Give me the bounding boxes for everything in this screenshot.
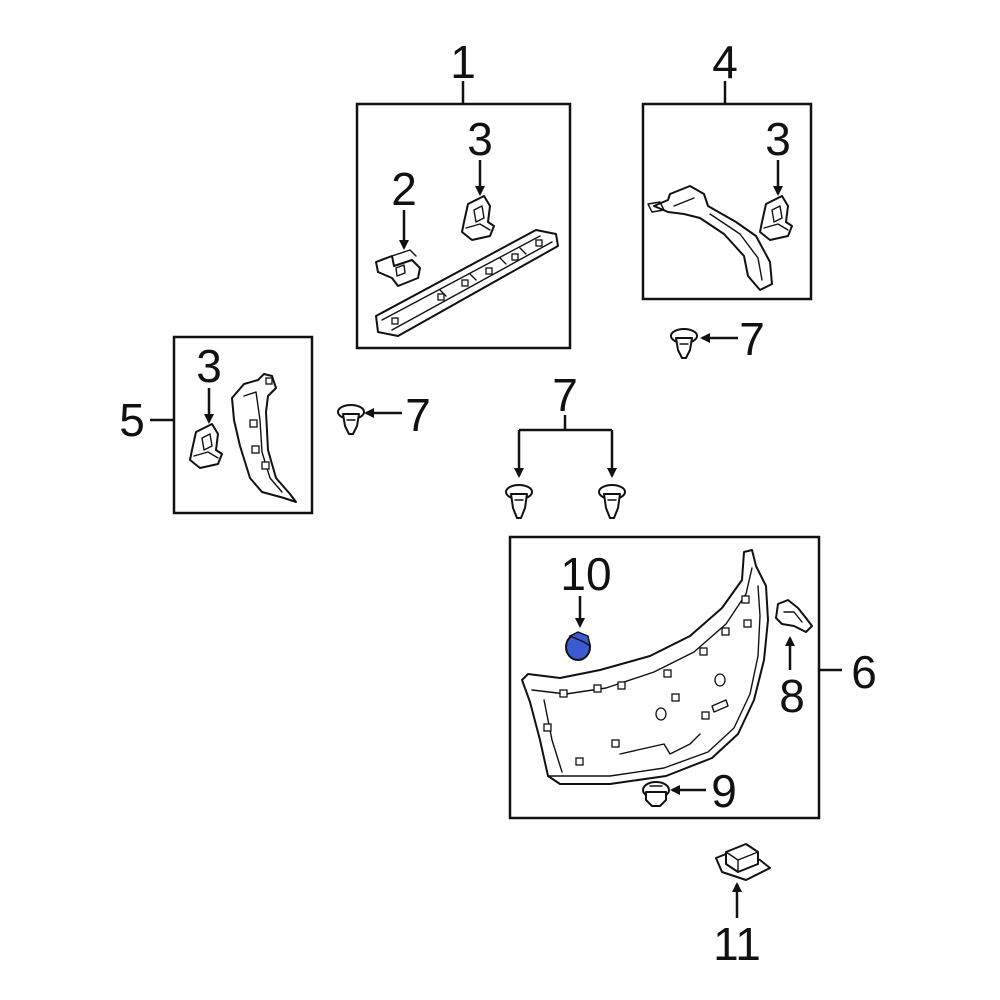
callout-3-upper-left[interactable]: 3 [467,113,493,165]
callout-11[interactable]: 11 [713,918,761,970]
push-pin-part-7-b[interactable] [337,404,365,435]
callout-10[interactable]: 10 [560,548,611,600]
callout-4[interactable]: 4 [712,36,738,88]
push-pin-part-7-d[interactable] [598,484,626,519]
fastener-part-3-group-5[interactable] [189,423,223,469]
callout-7-right[interactable]: 7 [739,313,765,365]
callout-2[interactable]: 2 [391,163,417,215]
bumper-part-11[interactable] [715,843,771,881]
fastener-part-3-group-1[interactable] [461,195,495,241]
callout-6[interactable]: 6 [851,646,877,698]
push-pin-part-7-c[interactable] [505,484,533,519]
callout-5[interactable]: 5 [119,394,145,446]
trim-panel-part-4[interactable] [647,185,773,291]
callout-3-left[interactable]: 3 [196,340,222,392]
retainer-clip-part-2[interactable] [375,249,421,287]
group-6-box [508,535,821,820]
callout-3-upper-right[interactable]: 3 [765,113,791,165]
group-5-box [172,335,314,515]
callout-8[interactable]: 8 [779,670,805,722]
group-4: 4 3 [641,36,813,301]
group-1: 1 2 3 [355,36,572,350]
push-pin-part-7-a[interactable] [670,328,698,359]
group-5: 5 3 [119,335,314,515]
group-4-box [641,102,813,301]
pillar-trim-part-5[interactable] [231,373,297,503]
callout-7-middle[interactable]: 7 [405,389,431,441]
group-6: 6 10 [508,535,877,820]
fastener-part-3-group-4[interactable] [759,195,793,241]
callout-9[interactable]: 9 [711,765,737,817]
callout-1[interactable]: 1 [450,36,476,88]
plug-part-10-highlighted[interactable] [565,631,592,661]
fastener-part-9[interactable] [642,781,670,807]
trim-panel-part-1[interactable] [375,229,559,337]
callout-7-pair[interactable]: 7 [552,369,578,421]
liftgate-trim-panel-part-6[interactable] [521,549,769,785]
clip-part-8[interactable] [775,599,813,633]
